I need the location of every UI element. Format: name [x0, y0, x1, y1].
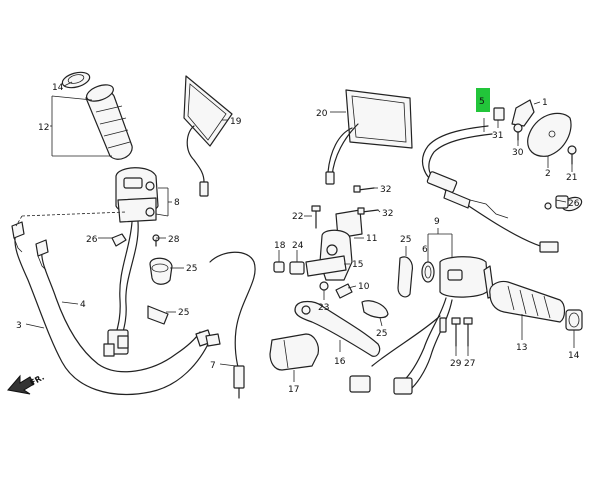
- callout-9: 9: [434, 217, 440, 227]
- callout-25: 25: [186, 264, 197, 274]
- callout-25: 25: [178, 308, 189, 318]
- callout-24: 24: [292, 241, 304, 251]
- callout-17: 17: [288, 385, 299, 395]
- switch-parts: [493, 99, 583, 212]
- callout-32: 32: [380, 185, 391, 195]
- callout-labels: 14 12 8 19 26 28 25 25 4 3 7 20 32 32 22…: [16, 83, 580, 395]
- callout-21: 21: [566, 173, 577, 183]
- callout-15: 15: [352, 260, 363, 270]
- callout-4: 4: [80, 300, 86, 310]
- callout-26: 26: [86, 235, 98, 245]
- center-cable: [209, 251, 256, 399]
- left-mirror: [183, 75, 233, 197]
- callout-11: 11: [366, 234, 377, 244]
- callout-5: 5: [479, 97, 485, 107]
- leader-lines: [25, 81, 575, 382]
- left-small-parts: [147, 257, 173, 325]
- callout-12: 12: [38, 123, 49, 133]
- callout-26: 26: [568, 199, 580, 209]
- left-switch-wiring: [103, 221, 160, 357]
- callout-25: 25: [376, 329, 387, 339]
- callout-18: 18: [274, 241, 286, 251]
- callout-20: 20: [316, 109, 328, 119]
- right-grip-assembly: [489, 280, 583, 331]
- callout-23: 23: [318, 303, 329, 313]
- callout-3: 3: [16, 321, 22, 331]
- callout-27: 27: [464, 359, 475, 369]
- callout-10: 10: [358, 282, 370, 292]
- callout-8: 8: [174, 198, 180, 208]
- master-cylinder: [273, 185, 379, 299]
- callout-30: 30: [512, 148, 524, 158]
- callout-31: 31: [492, 131, 503, 141]
- callout-14: 14: [52, 83, 64, 93]
- callout-16: 16: [334, 357, 346, 367]
- callout-1: 1: [542, 98, 548, 108]
- lever-housing: [269, 333, 319, 371]
- right-switch-wiring: [349, 297, 473, 395]
- callout-6: 6: [422, 245, 428, 255]
- front-marker-text: FR.: [29, 373, 46, 388]
- brake-lever: [294, 300, 389, 357]
- callout-22: 22: [292, 212, 303, 222]
- callout-25: 25: [400, 235, 411, 245]
- right-switch-housing: [397, 256, 495, 299]
- callout-7: 7: [210, 361, 216, 371]
- right-mirror: [325, 89, 413, 185]
- callout-29: 29: [450, 359, 462, 369]
- throttle-cable: [422, 125, 559, 253]
- callout-13: 13: [516, 343, 527, 353]
- callout-14: 14: [568, 351, 580, 361]
- callout-2: 2: [545, 169, 551, 179]
- cables: [11, 211, 221, 396]
- highlight-tag: [476, 88, 490, 112]
- callout-19: 19: [230, 117, 242, 127]
- callout-28: 28: [168, 235, 180, 245]
- left-grip-assembly: [61, 71, 159, 223]
- front-direction-marker: FR.: [7, 373, 46, 395]
- callout-32: 32: [382, 209, 393, 219]
